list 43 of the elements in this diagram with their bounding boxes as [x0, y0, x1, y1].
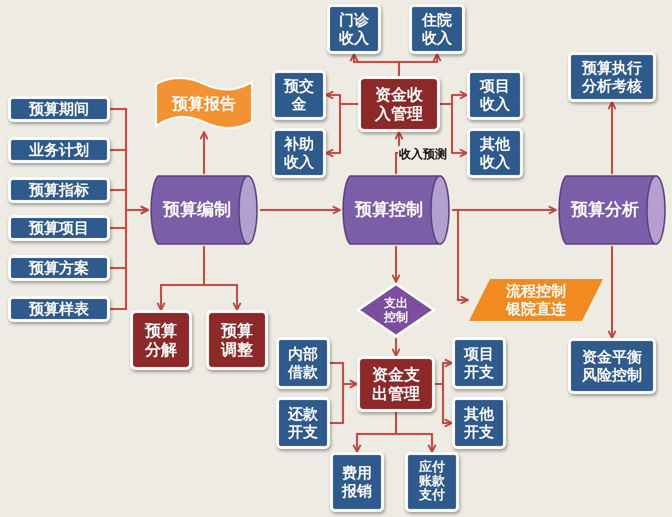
parallelogram-shape: 流程控制银院直连 — [468, 278, 604, 322]
arrow — [394, 131, 404, 174]
arrow — [608, 101, 616, 174]
process-box: 费用报销 — [330, 452, 384, 512]
process-box: 预算方案 — [8, 255, 110, 281]
process-box: 项目收入 — [467, 70, 523, 120]
arrow — [435, 383, 453, 428]
process-box: 业务计划 — [8, 137, 110, 163]
decision-diamond: 支出控制 — [356, 282, 436, 338]
process-box: 内部借款 — [276, 337, 330, 389]
arrow — [608, 246, 616, 339]
process-box: 预算调整 — [206, 310, 268, 370]
arrow — [440, 103, 468, 158]
arrow — [392, 338, 400, 357]
process-box: 门诊收入 — [327, 4, 381, 54]
process-box: 应付账款支付 — [405, 452, 459, 512]
arrow — [392, 246, 400, 283]
arrow — [203, 246, 242, 311]
process-box: 预算样表 — [8, 296, 110, 322]
arrow — [452, 209, 469, 304]
process-box: 资金平衡风险控制 — [568, 338, 656, 394]
process-box: 项目开支 — [452, 337, 506, 389]
process-box: 补助收入 — [272, 128, 326, 178]
process-box: 还款开支 — [276, 397, 330, 449]
arrow — [110, 206, 149, 310]
process-box: 其他收入 — [467, 128, 523, 178]
process-box: 预算期间 — [8, 96, 110, 122]
process-box: 预算分解 — [130, 310, 192, 370]
process-box: 预交金 — [272, 70, 326, 120]
arrow — [260, 206, 341, 214]
process-box: 其他开支 — [452, 397, 506, 449]
process-box: 预算执行分析考核 — [568, 52, 656, 102]
arrow — [398, 53, 442, 76]
process-box: 预算指标 — [8, 177, 110, 203]
process-box: 预算项目 — [8, 215, 110, 241]
document-shape: 预算报告 — [154, 76, 254, 132]
arrow — [330, 380, 358, 424]
process-box: 住院收入 — [409, 4, 465, 54]
edge-label: 收入预测 — [398, 146, 448, 163]
arrow — [200, 131, 208, 174]
process-box: 资金收入管理 — [358, 76, 440, 132]
arrow — [325, 103, 358, 158]
process-box: 资金支出管理 — [357, 356, 435, 412]
